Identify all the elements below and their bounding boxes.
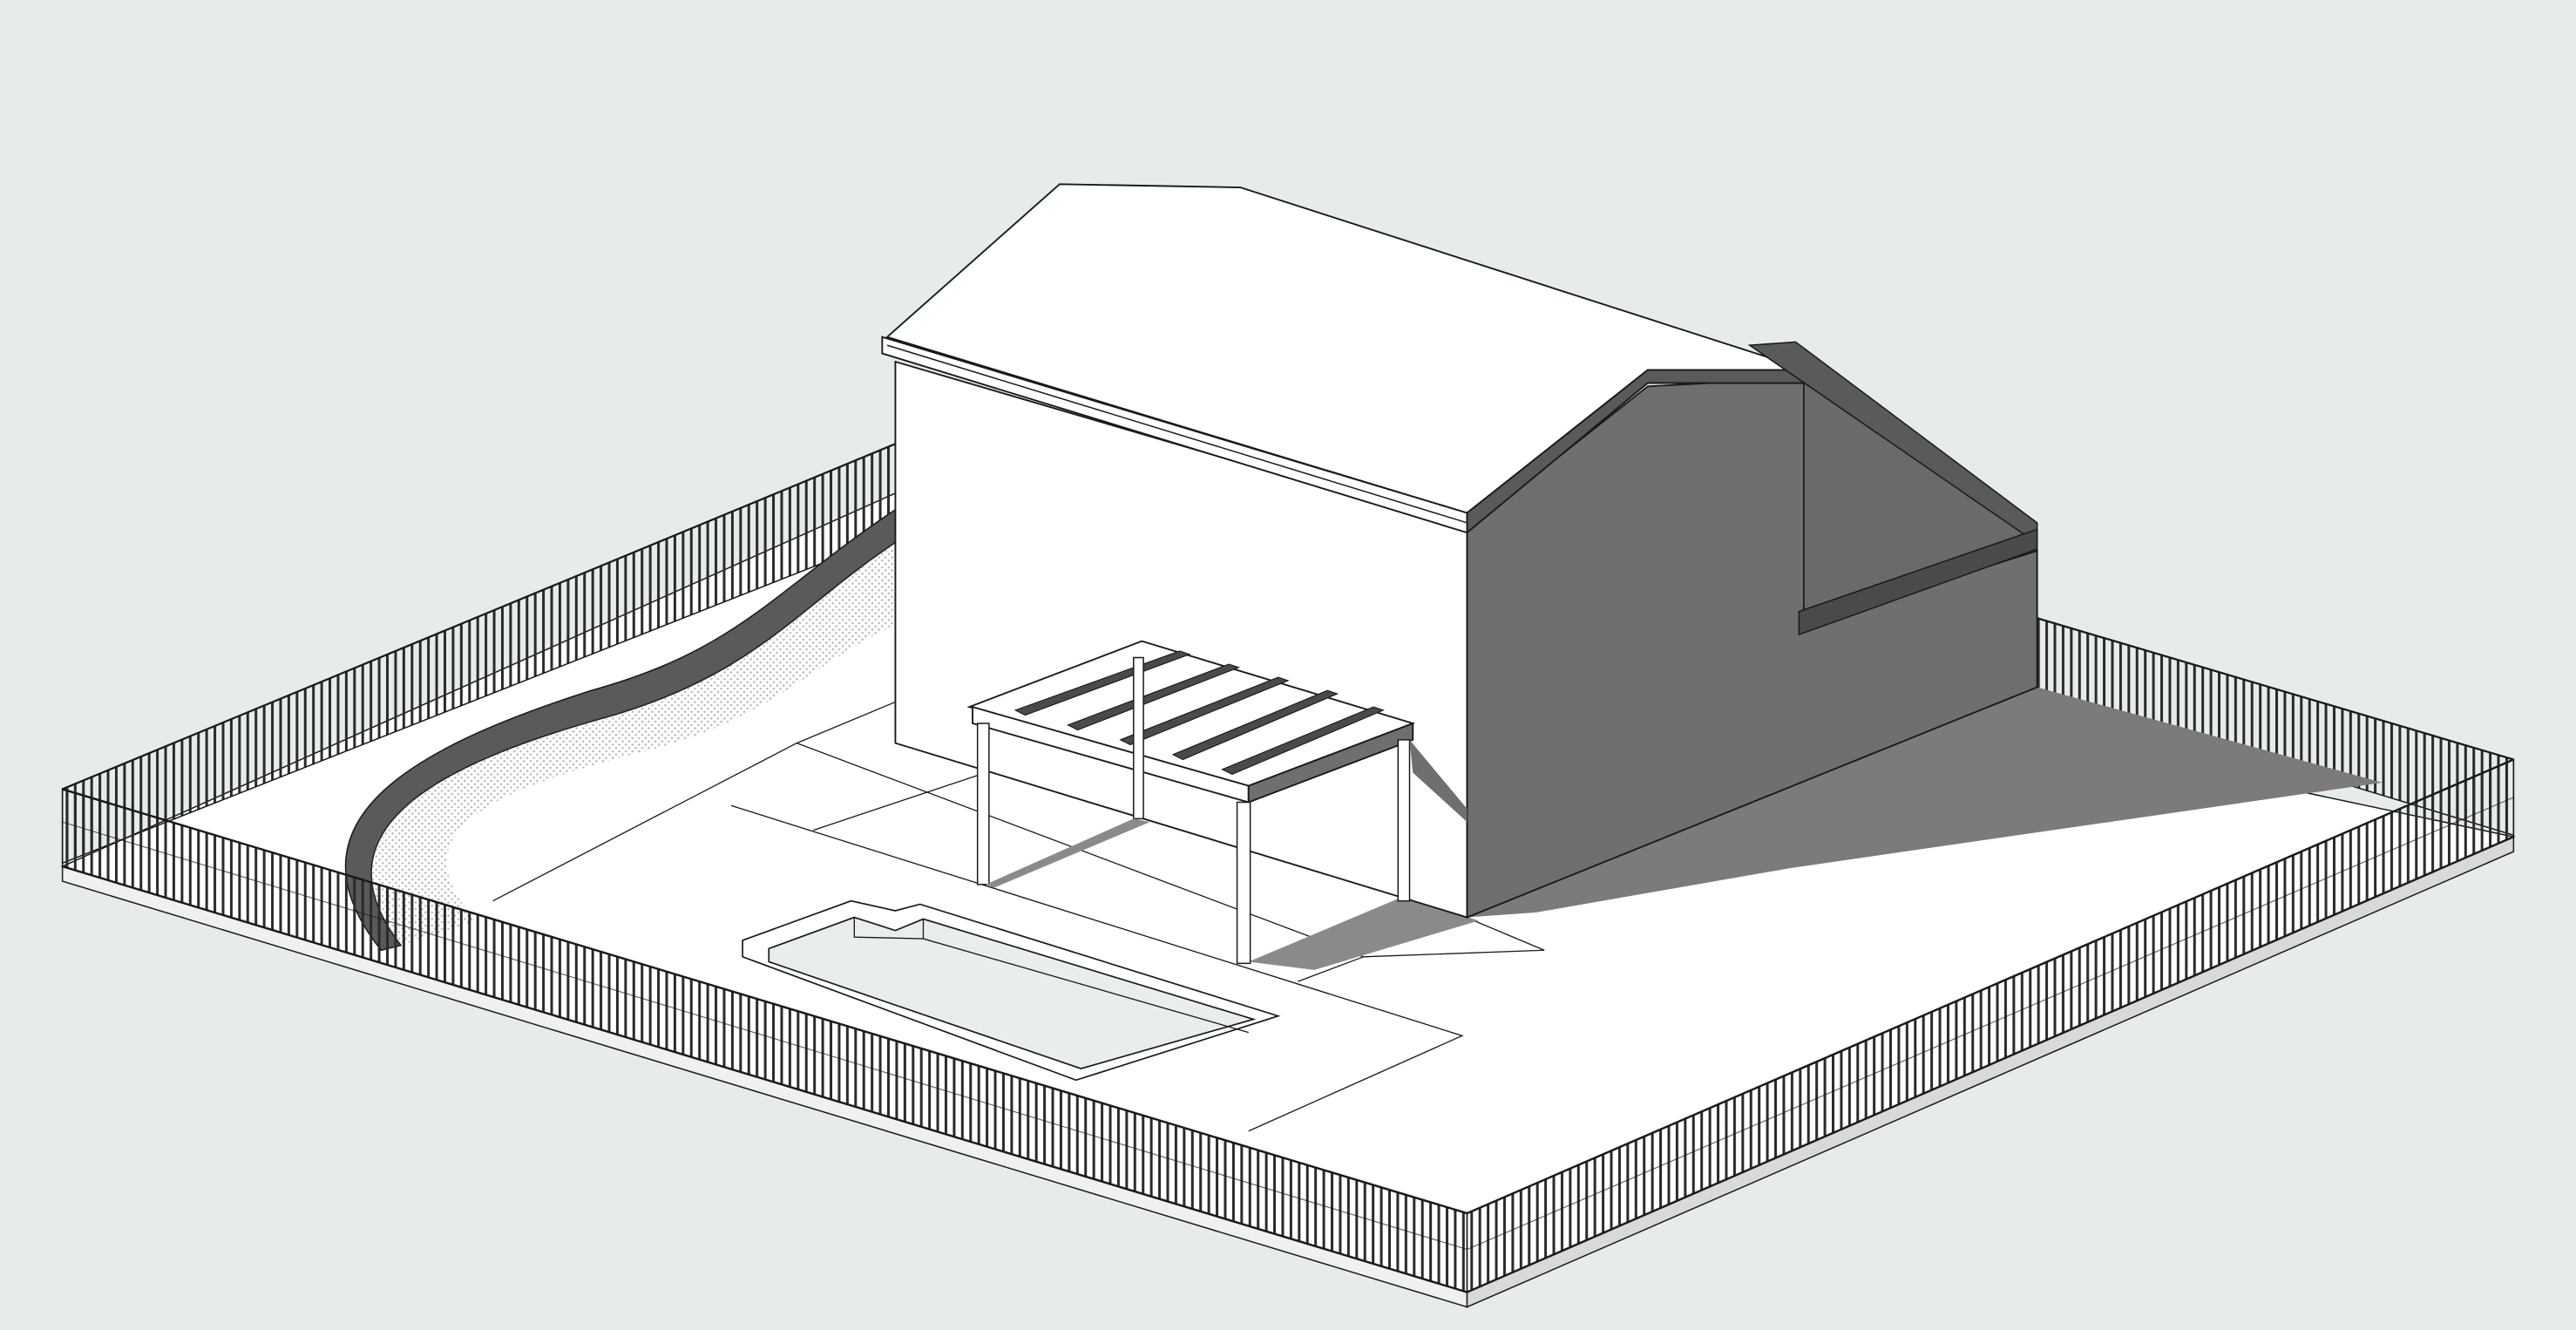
- house-cast-shadow: [1248, 687, 2383, 970]
- pergola[interactable]: [966, 640, 1468, 965]
- gable-roof[interactable]: [881, 183, 2038, 636]
- swimming-pool[interactable]: [742, 899, 1281, 1082]
- front-fence: [61, 758, 2515, 1293]
- patio-slab: [492, 701, 1545, 1132]
